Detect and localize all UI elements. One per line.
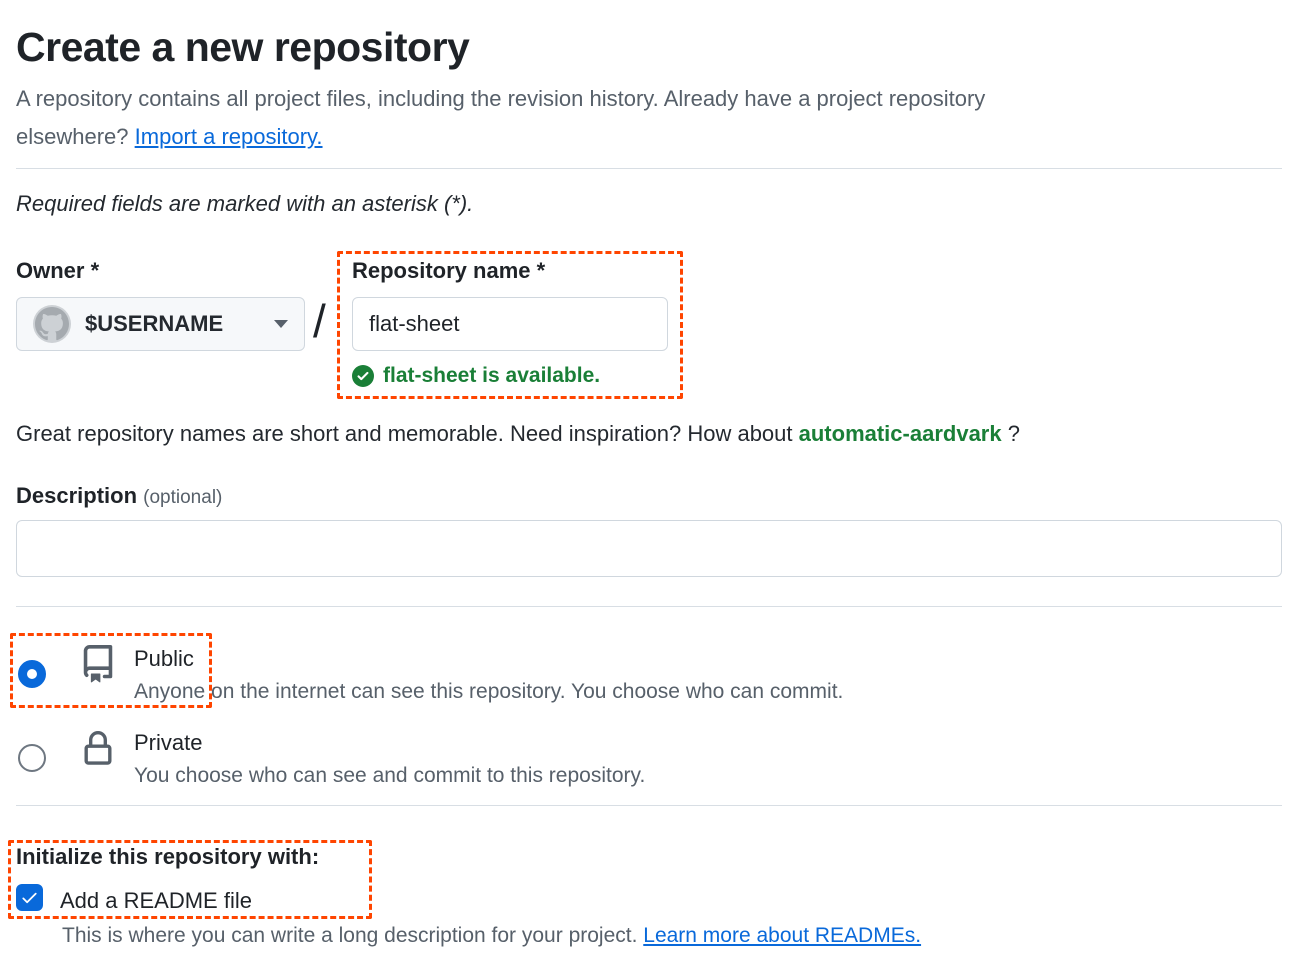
- description-optional-hint: (optional): [143, 487, 223, 508]
- section-divider-visibility: [16, 606, 1282, 607]
- suggestion-suffix: ?: [1001, 421, 1020, 446]
- add-readme-checkbox[interactable]: [16, 884, 43, 911]
- learn-more-readmes-link[interactable]: Learn more about READMEs.: [643, 924, 922, 947]
- private-option-label[interactable]: Private: [134, 730, 203, 755]
- initialize-heading: Initialize this repository with:: [16, 844, 320, 869]
- checkmark-icon: [22, 892, 37, 904]
- suggested-repo-name-link[interactable]: automatic-aardvark: [798, 421, 1002, 446]
- description-label-row: Description (optional): [16, 481, 222, 513]
- owner-label: Owner *: [16, 258, 100, 283]
- readme-note-text: This is where you can write a long descr…: [62, 924, 644, 947]
- description-label: Description: [16, 483, 138, 508]
- intro-paragraph: A repository contains all project files,…: [16, 80, 1226, 156]
- suggestion-prefix: Great repository names are short and mem…: [16, 421, 799, 446]
- intro-line-2: elsewhere?: [16, 124, 135, 149]
- availability-status: flat-sheet is available.: [352, 364, 600, 388]
- public-radio[interactable]: [18, 660, 46, 688]
- availability-message: flat-sheet is available.: [383, 364, 601, 387]
- repository-name-input[interactable]: [352, 297, 668, 351]
- section-divider-initialize: [16, 805, 1282, 806]
- owner-select-button[interactable]: $USERNAME: [16, 297, 305, 351]
- required-fields-note: Required fields are marked with an aster…: [16, 191, 474, 216]
- owner-repo-separator: /: [313, 295, 326, 347]
- repo-book-icon: [79, 644, 117, 689]
- chevron-down-icon: [274, 320, 288, 328]
- private-option-description: You choose who can see and commit to thi…: [134, 764, 646, 787]
- readme-note: This is where you can write a long descr…: [62, 921, 921, 951]
- intro-line-1: A repository contains all project files,…: [16, 86, 986, 111]
- repository-name-label: Repository name *: [352, 258, 546, 283]
- page-title: Create a new repository: [16, 24, 470, 70]
- section-divider-top: [16, 168, 1282, 169]
- public-option-description: Anyone on the internet can see this repo…: [134, 680, 844, 703]
- add-readme-label[interactable]: Add a README file: [60, 888, 252, 913]
- check-circle-icon: [352, 365, 374, 387]
- public-option-label[interactable]: Public: [134, 646, 194, 671]
- owner-avatar-icon: [33, 305, 71, 343]
- import-repository-link[interactable]: Import a repository.: [134, 124, 323, 149]
- owner-username: $USERNAME: [85, 311, 224, 336]
- name-suggestion-line: Great repository names are short and mem…: [16, 419, 1020, 449]
- description-input[interactable]: [16, 520, 1282, 577]
- lock-icon: [80, 729, 116, 774]
- private-radio[interactable]: [18, 744, 46, 772]
